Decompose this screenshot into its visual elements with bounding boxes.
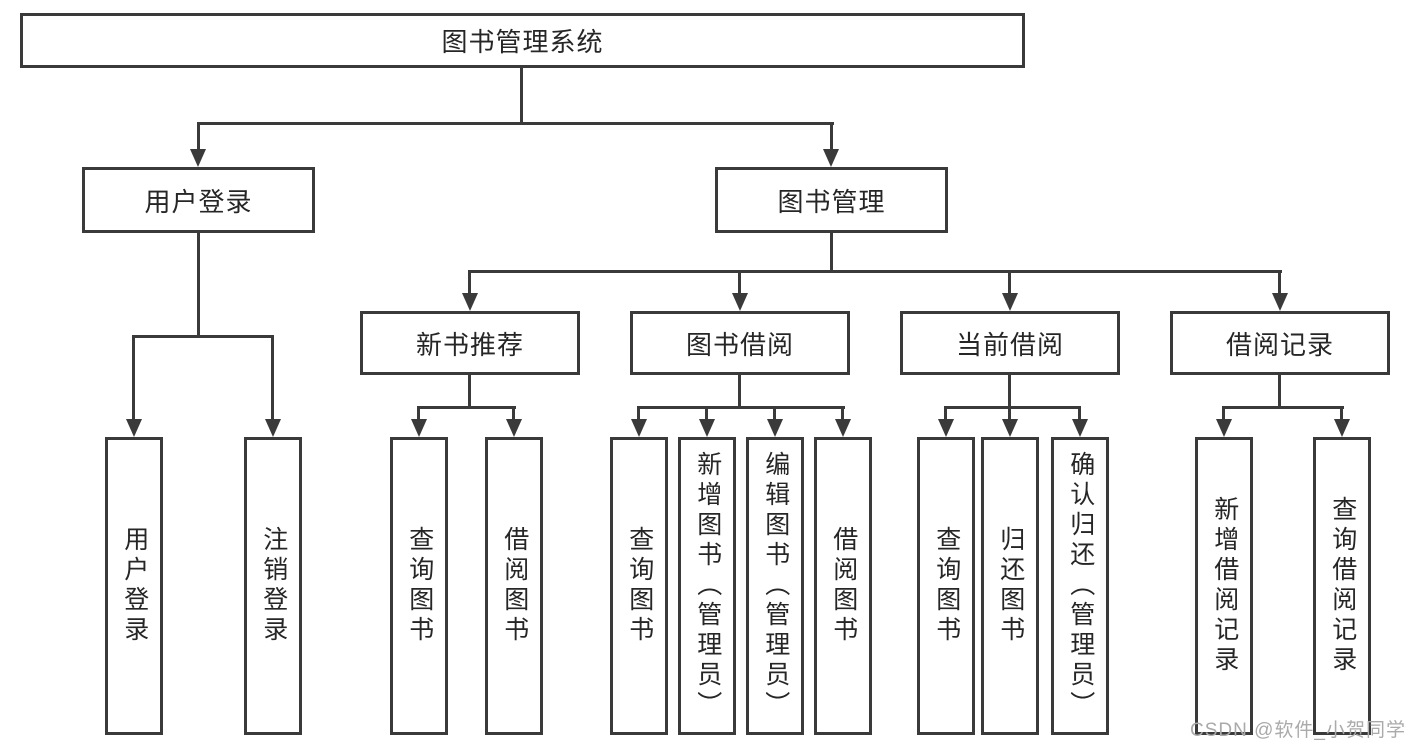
arrow-down-icon [699,419,715,437]
leaf-label: 注销登录 [259,526,288,646]
connector-line [197,122,200,151]
leaf-label: 用户登录 [120,526,149,646]
connector-line [417,406,516,409]
leaf-label: 借阅图书 [829,526,858,646]
connector-line [1278,270,1281,294]
arrow-down-icon [1272,293,1288,311]
leaf-current-return: 归还图书 [981,437,1039,735]
leaf-current-confirm-admin: 确认归还（管理员） [1051,437,1109,735]
connector-line [197,122,834,125]
connector-line [468,375,471,406]
arrow-down-icon [938,419,954,437]
node-book-manage: 图书管理 [715,167,948,233]
connector-line [773,406,776,420]
connector-line [271,335,274,420]
connector-line [512,406,515,420]
leaf-label: 查询借阅记录 [1328,496,1357,676]
connector-line [417,406,420,420]
arrow-down-icon [265,419,281,437]
connector-line [841,406,844,420]
node-newbook-recommend: 新书推荐 [360,311,580,375]
node-book-borrow: 图书借阅 [630,311,850,375]
arrow-down-icon [1002,419,1018,437]
arrow-down-icon [1334,419,1350,437]
connector-line [637,406,845,409]
leaf-label: 查询图书 [405,526,434,646]
leaf-borrow-query: 查询图书 [610,437,668,735]
connector-line [738,270,741,294]
arrow-down-icon [190,149,206,167]
connector-line [705,406,708,420]
arrow-down-icon [411,419,427,437]
arrow-down-icon [506,419,522,437]
connector-line [830,233,833,270]
leaf-label: 确认归还（管理员） [1066,451,1095,721]
connector-line [132,335,274,338]
arrow-down-icon [732,293,748,311]
leaf-label: 新增图书（管理员） [693,451,722,721]
connector-line [1078,406,1081,420]
connector-line [468,270,471,294]
leaf-label: 查询图书 [625,526,654,646]
leaf-current-query: 查询图书 [917,437,975,735]
connector-line [520,68,523,122]
arrow-down-icon [1002,293,1018,311]
arrow-down-icon [1216,419,1232,437]
leaf-borrow-add-admin: 新增图书（管理员） [678,437,736,735]
leaf-newbook-borrow: 借阅图书 [485,437,543,735]
connector-line [1340,406,1343,420]
leaf-newbook-query: 查询图书 [390,437,448,735]
node-user-login: 用户登录 [82,167,315,233]
connector-line [830,122,833,151]
node-root: 图书管理系统 [20,13,1025,68]
connector-line [637,406,640,420]
arrow-down-icon [767,419,783,437]
arrow-down-icon [631,419,647,437]
arrow-down-icon [823,149,839,167]
connector-line [944,406,1081,409]
leaf-label: 编辑图书（管理员） [761,451,790,721]
connector-line [1008,406,1011,420]
watermark: CSDN @软件_小贺同学 [1190,720,1405,741]
node-borrow-records: 借阅记录 [1170,311,1390,375]
node-current-borrow: 当前借阅 [900,311,1120,375]
leaf-user-logout: 注销登录 [244,437,302,735]
leaf-records-query: 查询借阅记录 [1313,437,1371,735]
leaf-label: 查询图书 [932,526,961,646]
connector-line [1278,375,1281,406]
connector-line [468,270,1282,273]
leaf-borrow-borrow: 借阅图书 [814,437,872,735]
connector-line [944,406,947,420]
arrow-down-icon [462,293,478,311]
arrow-down-icon [1072,419,1088,437]
connector-line [1008,270,1011,294]
leaf-user-login: 用户登录 [105,437,163,735]
leaf-label: 归还图书 [996,526,1025,646]
connector-line [1222,406,1344,409]
connector-line [738,375,741,406]
leaf-records-add: 新增借阅记录 [1195,437,1253,735]
connector-line [132,335,135,420]
arrow-down-icon [835,419,851,437]
leaf-label: 借阅图书 [500,526,529,646]
arrow-down-icon [126,419,142,437]
connector-line [1222,406,1225,420]
connector-line [197,233,200,335]
leaf-label: 新增借阅记录 [1210,496,1239,676]
connector-line [1008,375,1011,406]
leaf-borrow-edit-admin: 编辑图书（管理员） [746,437,804,735]
